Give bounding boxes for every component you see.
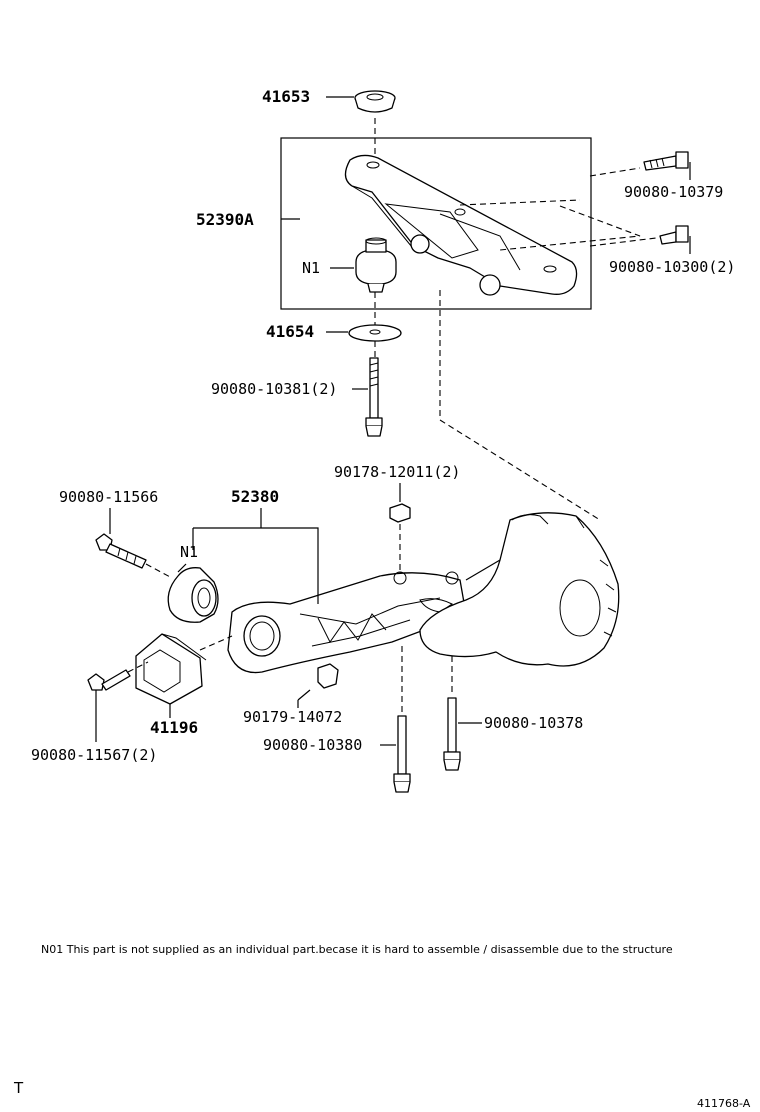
label-90080-10380: 90080-10380	[263, 736, 362, 754]
label-41653: 41653	[262, 87, 310, 106]
label-90178-12011: 90178-12011(2)	[334, 463, 460, 481]
dash-connector-right	[499, 205, 641, 251]
label-41196: 41196	[150, 718, 198, 737]
part-n1-bushing-upper[interactable]	[355, 237, 397, 293]
dash-connector-top	[459, 199, 581, 206]
label-90080-11567: 90080-11567(2)	[31, 746, 157, 764]
axis-11566	[145, 563, 173, 579]
part-52380-bracket[interactable]	[227, 571, 467, 674]
part-41653-cap[interactable]	[354, 90, 396, 113]
label-n1-upper: N1	[302, 259, 320, 277]
part-90080-11566-bolt[interactable]	[95, 533, 147, 569]
part-41654-washer[interactable]	[348, 324, 402, 342]
part-90178-12011-nut[interactable]	[389, 503, 411, 523]
axis-10379	[589, 167, 641, 177]
label-90080-10378: 90080-10378	[484, 714, 583, 732]
assembly-box-52390a	[280, 137, 592, 310]
part-90080-10380-bolt[interactable]	[393, 715, 411, 793]
footnote-n01: N01 This part is not supplied as an indi…	[41, 943, 673, 956]
label-52380: 52380	[231, 487, 279, 506]
part-90080-10379-bolt[interactable]	[643, 151, 689, 171]
label-90080-10300: 90080-10300(2)	[609, 258, 735, 276]
part-90080-10378-bolt[interactable]	[443, 697, 461, 771]
part-90080-10381-bolt[interactable]	[365, 357, 383, 437]
axis-10300	[589, 237, 657, 247]
housing-link	[465, 559, 501, 581]
leader-90179-14072-a	[297, 689, 311, 701]
corner-mark: T	[14, 1079, 24, 1097]
part-90080-11567-bolt[interactable]	[87, 669, 131, 691]
leader-n1-lower	[177, 563, 187, 573]
label-90080-10379: 90080-10379	[624, 183, 723, 201]
part-n1-bushing-lower[interactable]	[167, 567, 219, 623]
part-41196-mount[interactable]	[135, 633, 207, 705]
figure-id: 411768-A	[697, 1097, 751, 1110]
part-52390a-bracket[interactable]	[344, 154, 578, 296]
label-90080-10381: 90080-10381(2)	[211, 380, 337, 398]
label-90179-14072: 90179-14072	[243, 708, 342, 726]
axis-11567	[127, 661, 149, 673]
part-90179-14072-nut[interactable]	[317, 663, 339, 689]
bracket-52380	[193, 527, 319, 604]
differential-housing	[419, 512, 620, 667]
part-90080-10300-bolt[interactable]	[659, 225, 689, 245]
label-41654: 41654	[266, 322, 314, 341]
label-52390a: 52390A	[196, 210, 254, 229]
dash-connector-main	[439, 290, 601, 521]
axis-41196	[199, 635, 233, 651]
label-n1-lower: N1	[180, 543, 198, 561]
label-90080-11566: 90080-11566	[59, 488, 158, 506]
